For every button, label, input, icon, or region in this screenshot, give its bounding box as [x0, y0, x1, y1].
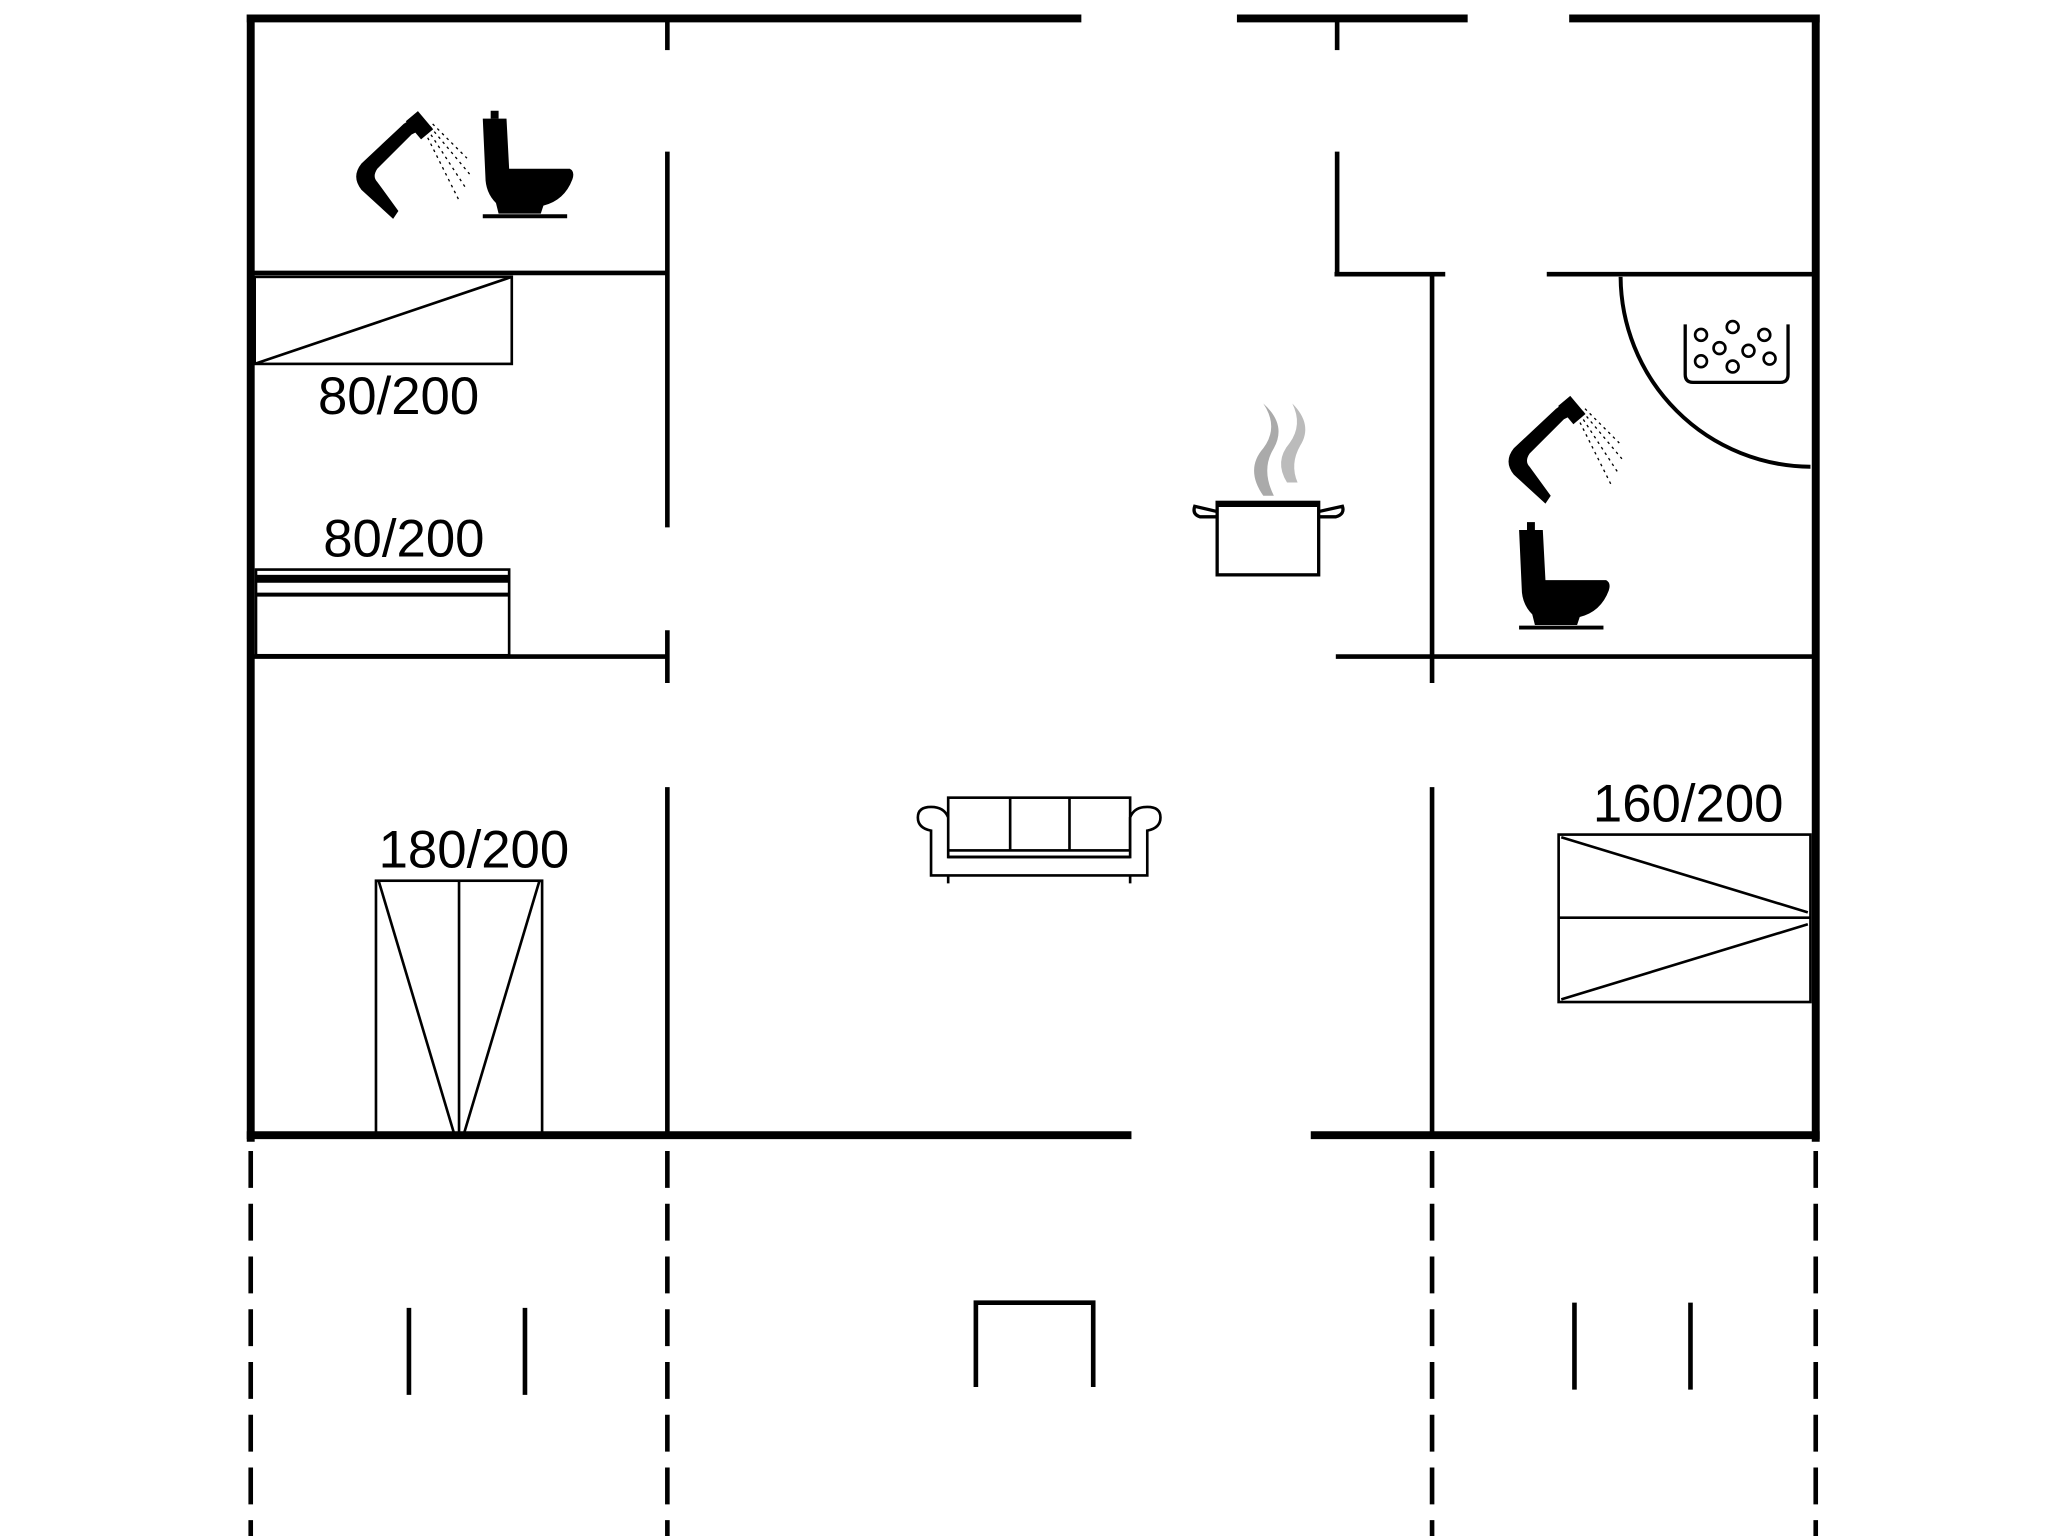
bed-single-upper-frame: [253, 275, 514, 366]
sofa-icon: [916, 796, 1162, 884]
bed-single-lower-label: 80/200: [323, 509, 484, 568]
terrace-furniture: [406, 1300, 1693, 1395]
toilet-icon: [1519, 522, 1610, 630]
bed-double-right: [1557, 833, 1812, 1004]
bed-single-lower: [254, 568, 511, 657]
whirlpool-door-arc: [1618, 276, 1811, 469]
whirlpool-icon: [1683, 319, 1790, 384]
bed-double-left: [374, 879, 544, 1137]
bed-single-upper-diagonal: [254, 275, 513, 366]
bed-double-right-label: 160/200: [1593, 774, 1784, 833]
bed-double-left-diag-2: [463, 880, 541, 1133]
shower-icon: [1508, 395, 1623, 504]
toilet-icon: [482, 110, 574, 219]
terrace-table: [973, 1300, 1096, 1388]
shower-icon: [356, 111, 471, 219]
bed-single-lower-frame: [254, 568, 511, 657]
bed-double-right-diag-1: [1560, 835, 1809, 914]
terrace: [248, 1151, 1819, 1536]
bed-double-left-diag-1: [377, 880, 456, 1133]
cooking-pot-icon: [1192, 403, 1345, 577]
bed-single-upper: [253, 275, 514, 366]
bed-double-right-diag-2: [1560, 922, 1809, 1001]
bed-single-upper-label: 80/200: [318, 367, 479, 426]
bed-single-lower-headboard: [256, 574, 510, 583]
bed-double-left-label: 180/200: [379, 821, 570, 880]
